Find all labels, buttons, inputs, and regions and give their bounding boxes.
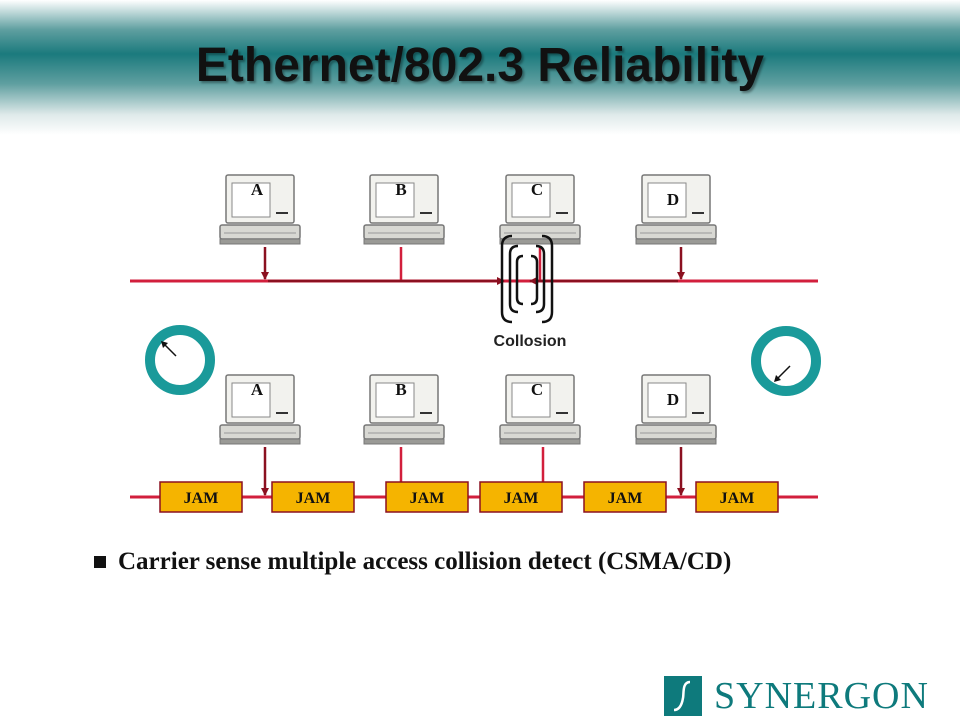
jam-label-6: JAM (720, 490, 755, 507)
bottom-station-label-a: A (251, 380, 264, 399)
bottom-station-label-c: C (531, 380, 543, 399)
bullet-square-icon (94, 556, 106, 568)
jam-box-5: JAM (583, 481, 667, 513)
clock-icon-left (145, 325, 215, 395)
jam-label-5: JAM (608, 490, 643, 507)
bottom-station-label-b: B (395, 380, 406, 399)
top-station-label-b: B (395, 180, 406, 199)
jam-label-3: JAM (410, 490, 445, 507)
jam-box-1: JAM (159, 481, 243, 513)
top-computer-d (635, 174, 717, 245)
synergon-logo-text: SYNERGON (714, 675, 929, 717)
jam-label-1: JAM (184, 490, 219, 507)
jam-label-2: JAM (296, 490, 331, 507)
jam-box-4: JAM (479, 481, 563, 513)
jam-label-4: JAM (504, 490, 539, 507)
top-station-label-a: A (251, 180, 264, 199)
bottom-station-label-d: D (667, 390, 679, 409)
top-station-label-c: C (531, 180, 543, 199)
collision-symbol (500, 234, 554, 324)
collision-label: Collosion (494, 333, 567, 350)
slide-title: Ethernet/802.3 Reliability (195, 39, 765, 92)
clock-icon-right (751, 326, 821, 396)
synergon-logo-icon (664, 676, 702, 716)
jam-box-6: JAM (695, 481, 779, 513)
jam-box-2: JAM (271, 481, 355, 513)
bullet-text: Carrier sense multiple access collision … (118, 548, 732, 575)
jam-box-3: JAM (385, 481, 469, 513)
header-band (0, 0, 960, 135)
bottom-computer-d (635, 374, 717, 445)
top-station-label-d: D (667, 190, 679, 209)
